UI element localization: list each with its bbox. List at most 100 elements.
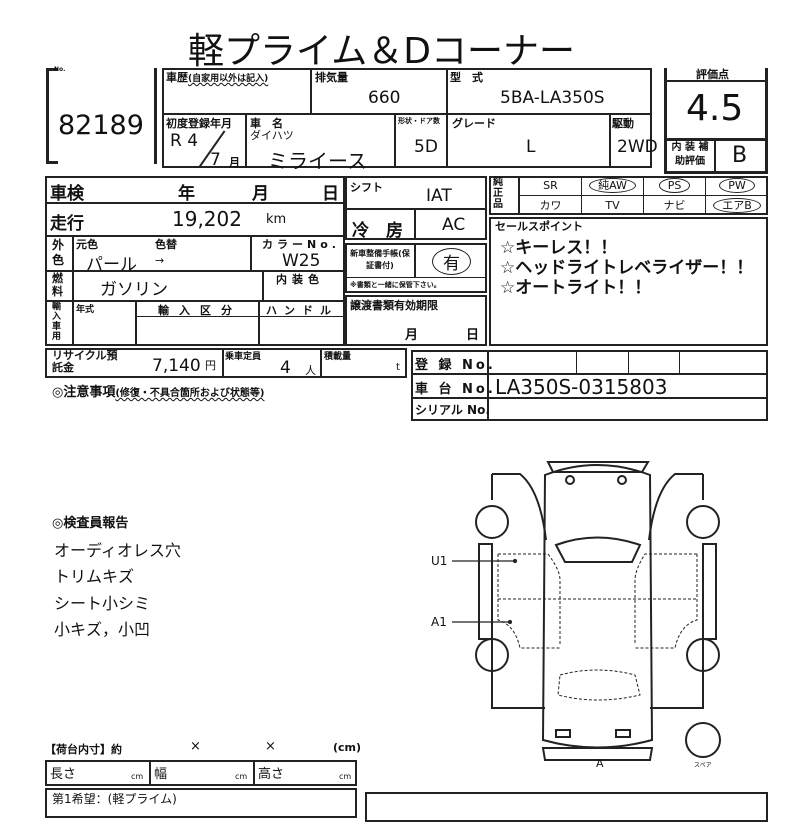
grade-label: グレード (452, 117, 496, 130)
divider (664, 80, 768, 82)
load-unit: t (396, 362, 400, 373)
car-maker: ダイハツ (250, 129, 294, 142)
interior-score-value: B (732, 143, 748, 168)
grade-value: L (526, 137, 536, 157)
first-reg-year: R 4 (170, 131, 199, 151)
inspection-day: 日 (322, 184, 339, 204)
divider (414, 208, 416, 240)
interior-color-label: 内装色 (276, 273, 324, 286)
lot-number: 82189 (58, 110, 144, 141)
score-box (664, 68, 768, 174)
equipment-item-label: TV (605, 198, 620, 212)
damage-mark-u1: U1 (431, 554, 448, 568)
exterior-change: → (155, 254, 165, 267)
right-door-panel (648, 473, 717, 709)
divider (446, 68, 448, 168)
history-label: 車歴(自家用以外は記入) (166, 71, 269, 84)
interior-outline (497, 553, 698, 701)
cargo-height-label: 高さ (258, 767, 285, 782)
lot-label: No. (54, 66, 66, 73)
cargo-label: 【荷台内寸】約 (45, 743, 122, 756)
score-value: 4.5 (686, 88, 744, 129)
exterior-orig-label: 元色 (76, 238, 98, 251)
inspector-line: シート小シミ (54, 594, 151, 613)
shift-value: IAT (426, 186, 452, 206)
capacity-label: 乗車定員 (225, 352, 262, 362)
equipment-item-label: 純AW (589, 178, 636, 194)
cargo-x2: × (265, 739, 276, 754)
divider (45, 270, 345, 272)
bottom-right-block (365, 792, 768, 822)
transfer-label: 譲渡書類有効期限 (350, 299, 438, 312)
handle-label: ハンドル (266, 304, 338, 317)
divider (72, 235, 74, 346)
displacement-label: 排気量 (315, 71, 348, 84)
inspector-line: 小キズ，小凹 (54, 620, 151, 639)
car-name-value: ミライース (268, 149, 367, 173)
inspector-line: トリムキズ (54, 567, 135, 586)
first-reg-label: 初度登録年月 (166, 117, 232, 130)
doors-label: 形状・ドア数 (398, 117, 440, 125)
equipment-item-label: PW (719, 178, 755, 194)
model-code-label: 型 式 (450, 71, 483, 84)
mileage-unit: km (266, 212, 287, 227)
score-label: 評価点 (696, 68, 729, 81)
exterior-change-label: 色替 (155, 238, 177, 251)
sales-point-line: ☆オートライト！！ (500, 278, 652, 298)
lot-divider (154, 68, 157, 164)
cm-unit: cm (339, 772, 352, 781)
displacement-value: 660 (368, 88, 401, 108)
inspection-label: 車検 (50, 184, 84, 204)
sales-point-line: ☆ヘッドライトレベライザー！！ (500, 258, 754, 278)
inspector-line: オーディオレス穴 (54, 541, 181, 560)
manual-block (345, 243, 487, 293)
shift-label: シフト (350, 181, 383, 194)
page-title: 軽プライム＆Dコーナー (188, 31, 576, 72)
recycle-value: 7,140 (152, 356, 201, 376)
interior-score-label: 内 装 補助評価 (671, 142, 709, 167)
capacity-unit: 人 (305, 364, 316, 377)
drive-value: 2WD (617, 137, 658, 157)
top-block (162, 68, 652, 168)
equipment-item: PW (706, 176, 768, 196)
transfer-day: 日 (466, 328, 480, 343)
divider (245, 113, 247, 168)
recycle-label: リサイクル預託金 (52, 349, 118, 374)
import-class-label: 輸入区分 (158, 304, 242, 317)
divider (487, 350, 489, 421)
equipment-label: 純正品 (493, 177, 503, 210)
equipment-item-label: エアB (713, 197, 761, 213)
car-diagram (452, 461, 721, 761)
first-reg-month: 7 (210, 150, 221, 170)
mileage-label: 走行 (50, 214, 84, 234)
equipment-item: ナビ (644, 195, 706, 215)
chassis-value: LA350S-0315803 (495, 375, 668, 399)
car-body (541, 461, 654, 761)
divider (45, 235, 345, 237)
divider (664, 138, 768, 141)
equipment-item: エアB (706, 196, 768, 216)
divider (411, 373, 768, 375)
inspection-year: 年 (178, 184, 195, 204)
exterior-orig: パール (86, 255, 137, 275)
ac-label: 冷 房 (352, 221, 403, 241)
equipment-item-label: カワ (539, 199, 562, 213)
first-reg-month-unit: 月 (229, 156, 240, 169)
divider (609, 113, 611, 168)
equipment-item: PS (644, 176, 706, 196)
front-label: A (596, 757, 604, 770)
divider (253, 760, 255, 786)
color-code: W25 (282, 251, 321, 271)
divider (149, 760, 151, 786)
divider (222, 348, 224, 378)
inspector-label: ◎検査員報告 (52, 516, 129, 531)
cargo-unit: (cm) (333, 741, 362, 754)
divider (411, 397, 768, 399)
divider (320, 348, 322, 378)
manual-note: ※書類と一緒に保管下さい。 (350, 281, 441, 289)
registration-block (411, 350, 768, 421)
spec-block (45, 176, 345, 346)
divider (345, 277, 487, 278)
divider (135, 300, 137, 346)
inspection-month: 月 (252, 184, 269, 204)
